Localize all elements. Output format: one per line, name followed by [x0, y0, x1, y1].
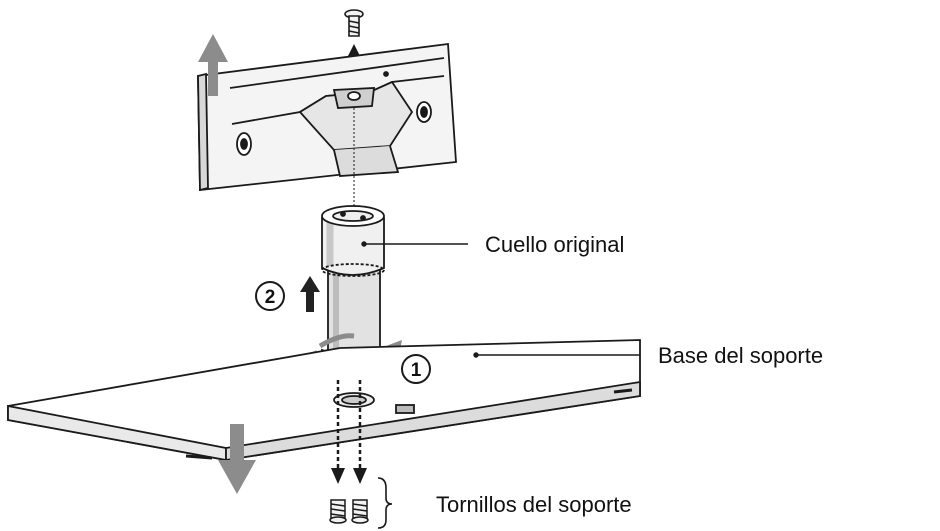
label-base: Base del soporte	[658, 343, 823, 368]
label-screws: Tornillos del soporte	[436, 492, 632, 517]
leader-lines	[361, 241, 640, 358]
label-neck: Cuello original	[485, 232, 624, 257]
stand-base	[7, 339, 641, 462]
step-1-number: 1	[411, 360, 422, 381]
neck-bracket	[197, 42, 457, 192]
top-screw	[344, 9, 364, 37]
step-2-number: 2	[265, 287, 276, 308]
base-down-arrow	[218, 424, 256, 494]
stand-screws	[329, 499, 369, 524]
lift-neck-arrow	[300, 276, 320, 312]
bracket-lift-arrow	[198, 34, 228, 96]
step-1-marker: 1	[401, 354, 431, 384]
screw-down-arrows	[331, 380, 367, 484]
screws-brace	[377, 477, 393, 529]
step-2-marker: 2	[255, 281, 285, 311]
